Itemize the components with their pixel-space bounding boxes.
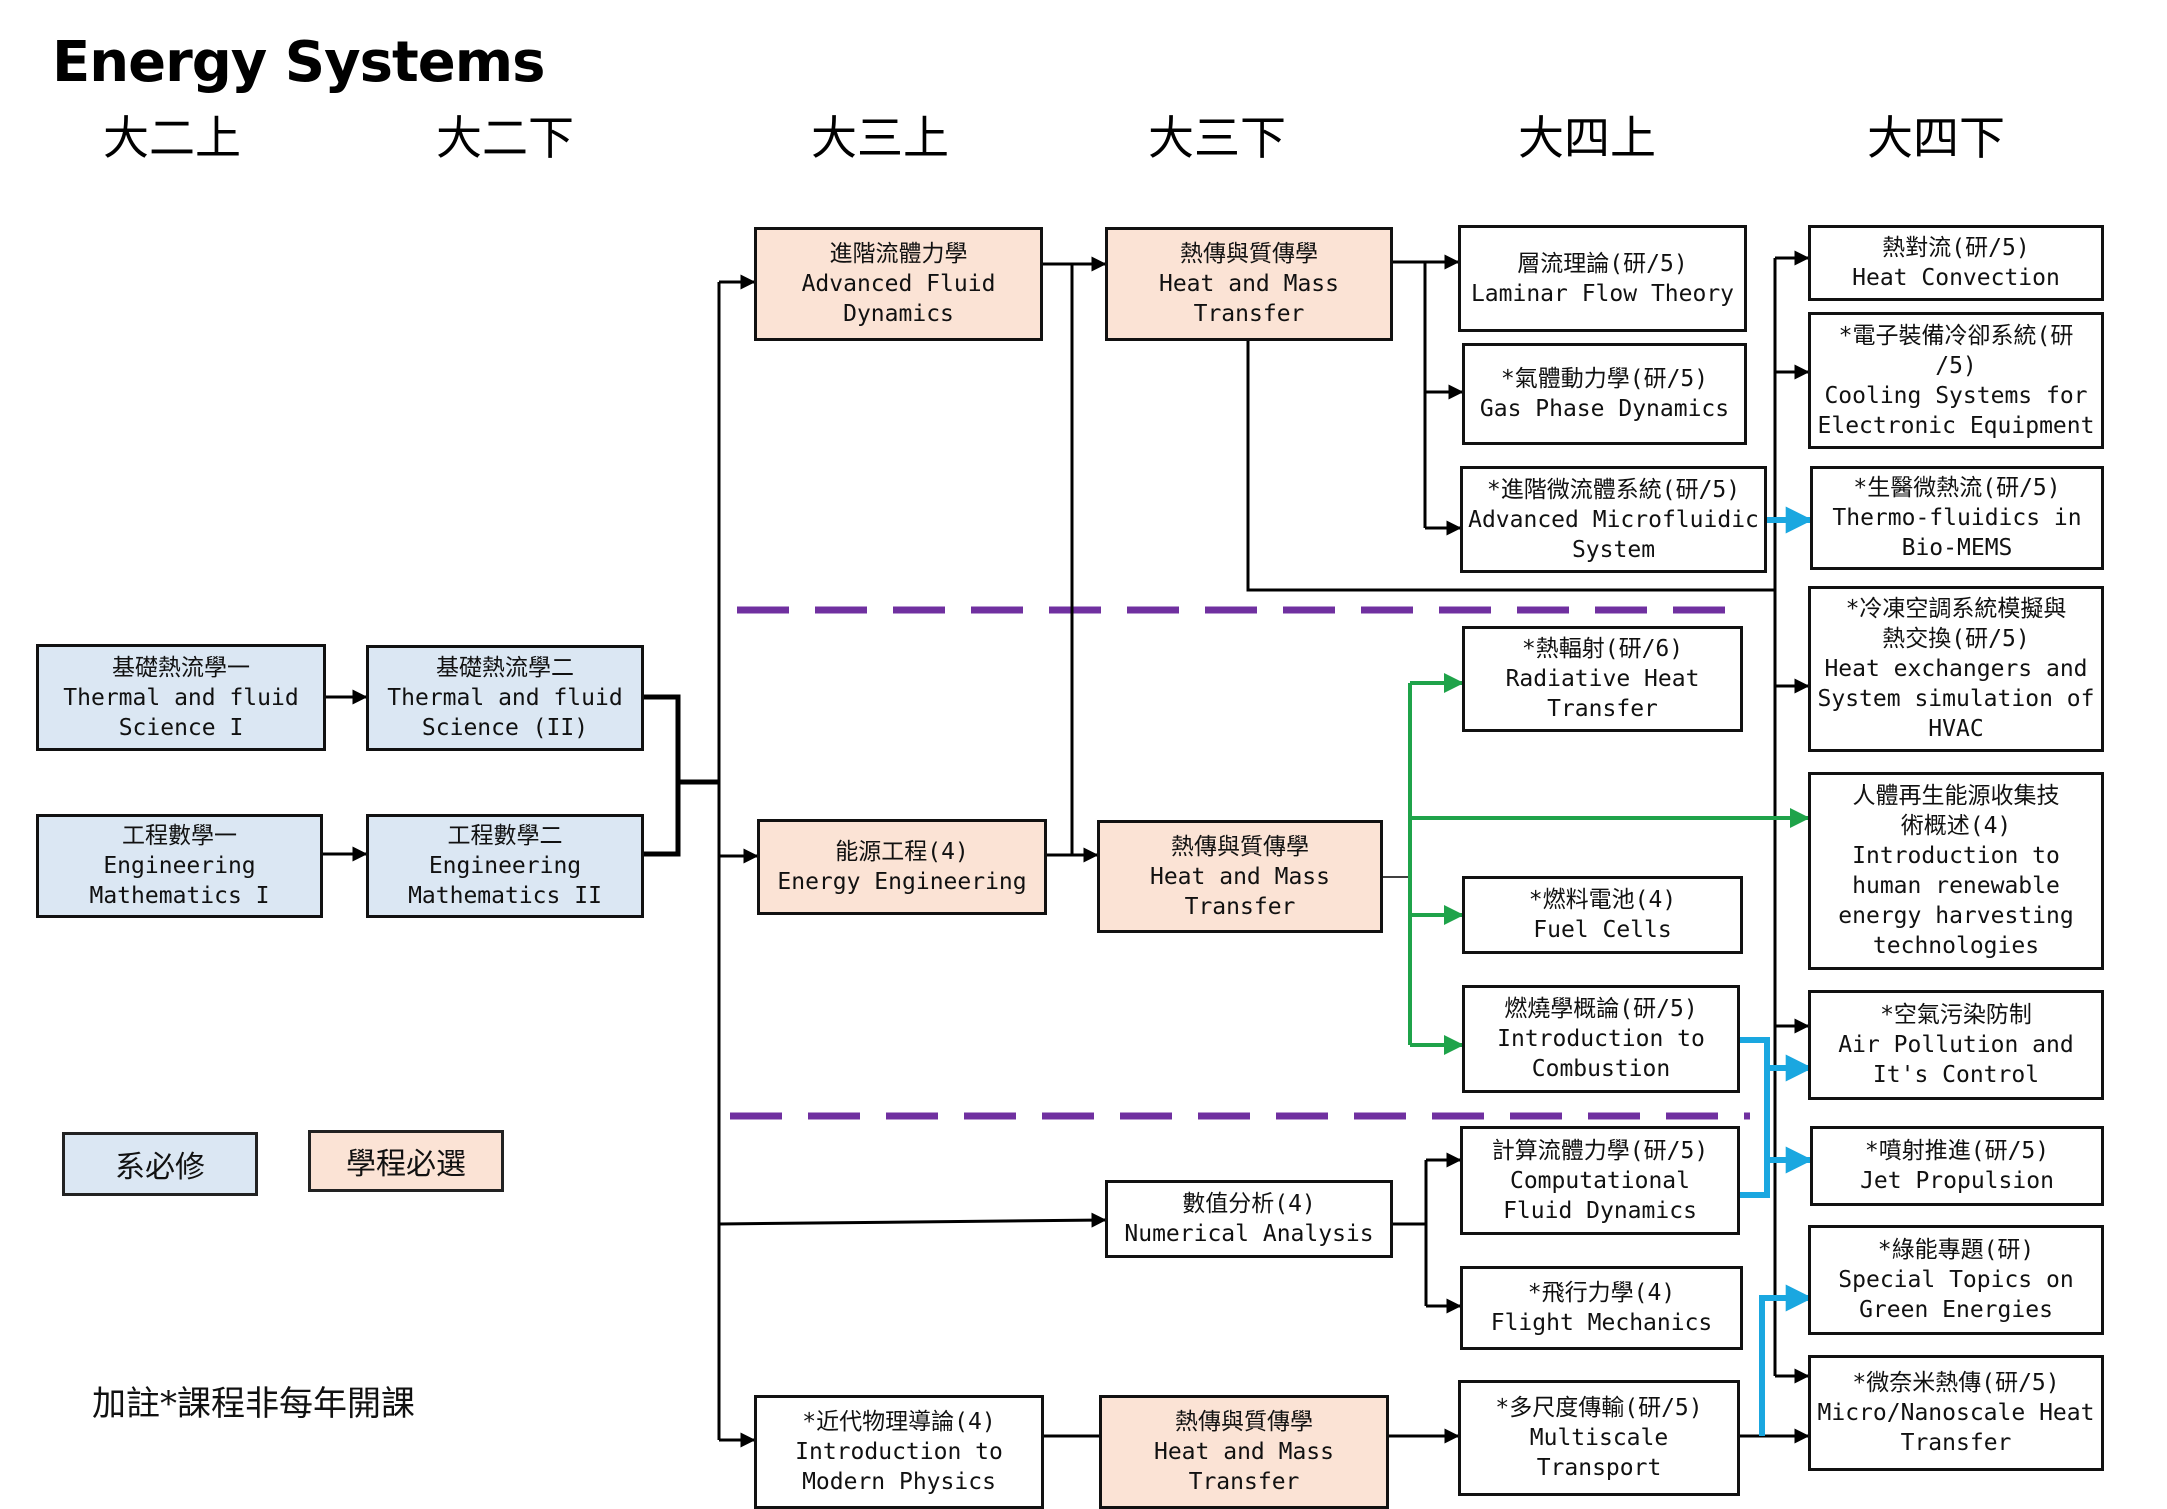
course-box-energy-eng: 能源工程(4)Energy Engineering	[757, 819, 1047, 915]
course-box-flight: *飛行力學(4)Flight Mechanics	[1460, 1266, 1743, 1350]
course-box-numerical: 數值分析(4)Numerical Analysis	[1105, 1180, 1393, 1258]
course-box-heat-convection: 熱對流(研/5)Heat Convection	[1808, 225, 2104, 301]
course-box-fuel-cells: *燃料電池(4)Fuel Cells	[1462, 876, 1743, 954]
page-title: Energy Systems	[52, 30, 545, 95]
legend-program: 學程必選	[308, 1130, 504, 1192]
semester-label-2a: 大二上	[103, 111, 241, 165]
course-box-jet: *噴射推進(研/5)Jet Propulsion	[1810, 1126, 2104, 1206]
semester-label-4b: 大四下	[1867, 111, 2005, 165]
course-box-gas-phase: *氣體動力學(研/5)Gas Phase Dynamics	[1462, 343, 1747, 445]
footnote: 加註*課程非每年開課	[92, 1384, 415, 1424]
course-box-laminar: 層流理論(研/5)Laminar Flow Theory	[1458, 225, 1747, 332]
legend-required: 系必修	[62, 1132, 258, 1196]
semester-label-3a: 大三上	[811, 111, 949, 165]
semester-label-3b: 大三下	[1148, 111, 1286, 165]
semester-label-4a: 大四上	[1518, 111, 1656, 165]
semester-label-2b: 大二下	[436, 111, 574, 165]
